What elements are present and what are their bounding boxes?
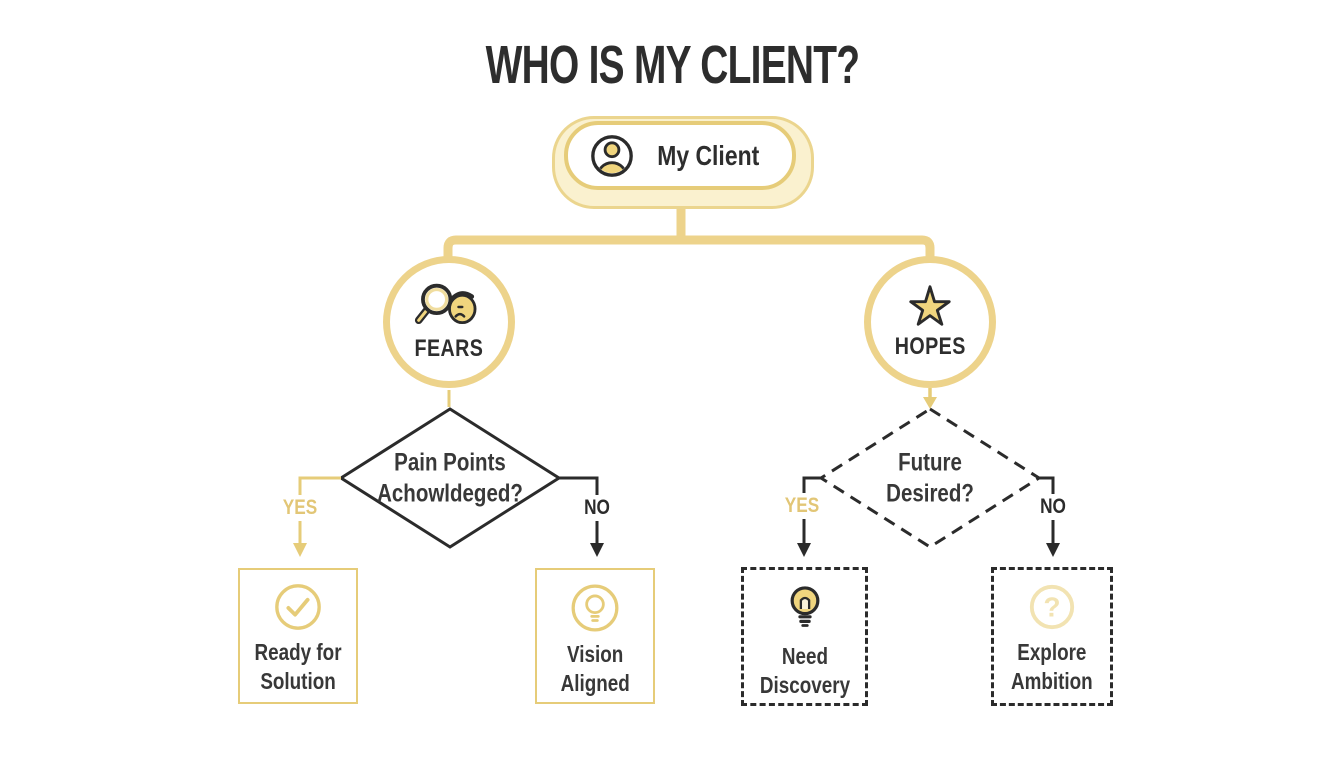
diagram-title-row: WHO IS MY CLIENT?	[0, 34, 1344, 96]
svg-text:?: ?	[1043, 592, 1060, 623]
lightbulb-outline-icon	[571, 584, 619, 632]
page-title: WHO IS MY CLIENT?	[485, 35, 859, 95]
hopes-yes-label: YES	[781, 493, 823, 519]
fears-no-arrowhead	[590, 543, 604, 557]
outcome-label: Ready for Solution	[254, 639, 342, 694]
hopes-branch-node: HOPES	[864, 256, 996, 388]
magnifier-worried-face-icon	[414, 283, 477, 325]
client-node: My Client	[564, 121, 796, 190]
fears-yes-label: YES	[279, 495, 321, 521]
hopes-no-label: NO	[1036, 494, 1070, 520]
fears-branch-node: FEARS	[383, 256, 515, 388]
outcome-label: Explore Ambition	[1011, 639, 1093, 694]
check-circle-icon	[275, 584, 321, 630]
user-icon	[591, 134, 634, 177]
hopes-arrowhead	[923, 397, 937, 409]
question-circle-icon: ?	[1029, 584, 1075, 630]
outcome-vision-aligned: Vision Aligned	[535, 568, 655, 704]
outcome-ready-for-solution: Ready for Solution	[238, 568, 358, 704]
outcome-explore-ambition: ? Explore Ambition	[991, 567, 1113, 706]
client-node-label: My Client	[657, 139, 760, 171]
outcome-need-discovery: Need Discovery	[741, 567, 868, 706]
outcome-label: Need Discovery	[759, 643, 850, 698]
fears-branch-label: FEARS	[414, 335, 484, 362]
hopes-yes-arrowhead	[797, 543, 811, 557]
fears-yes-arrowhead	[293, 543, 307, 557]
hopes-decision-label: Future Desired?	[886, 448, 974, 508]
hopes-branch-label: HOPES	[894, 333, 966, 360]
branch-bar-connector	[443, 235, 935, 263]
outcome-label: Vision Aligned	[560, 641, 630, 696]
fears-no-label: NO	[580, 495, 614, 521]
lightbulb-filled-icon	[790, 586, 819, 627]
star-icon	[909, 285, 951, 326]
hopes-no-arrowhead	[1046, 543, 1060, 557]
fears-decision-label: Pain Points Achowldeged?	[377, 448, 523, 508]
